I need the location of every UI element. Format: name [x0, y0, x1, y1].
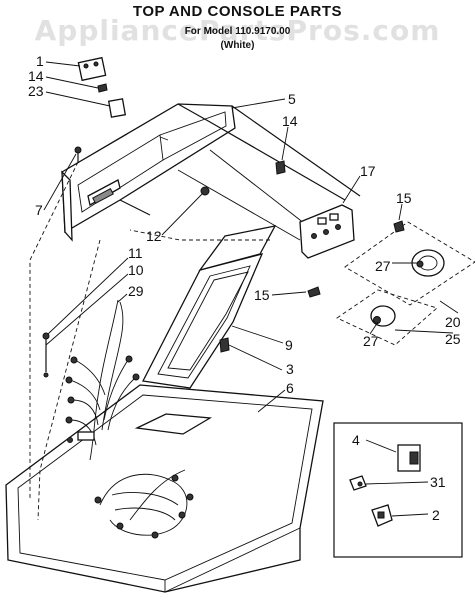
- lint-screen-housing: [142, 225, 277, 389]
- knob-assembly: [336, 221, 475, 346]
- callout-27: 27: [375, 258, 391, 274]
- callout-6: 6: [286, 380, 294, 396]
- callout-25: 25: [445, 331, 461, 347]
- color-line: (White): [220, 40, 255, 51]
- callout-31: 31: [430, 474, 446, 490]
- callout-29: 29: [128, 283, 144, 299]
- callout-14: 14: [28, 68, 44, 84]
- page-title: TOP AND CONSOLE PARTS: [132, 3, 343, 20]
- leader-lines: [29, 61, 459, 521]
- callout-15: 15: [396, 190, 412, 206]
- control-panel-bracket: [299, 204, 355, 259]
- inset-box: [333, 422, 463, 558]
- callout-14: 14: [282, 113, 298, 129]
- callout-4: 4: [352, 432, 360, 448]
- callout-2: 2: [432, 507, 440, 523]
- callout-7: 7: [35, 202, 43, 218]
- callout-11: 11: [128, 245, 143, 261]
- callout-5: 5: [288, 91, 296, 107]
- callout-15: 15: [254, 287, 270, 303]
- callout-20: 20: [445, 314, 461, 330]
- callout-23: 23: [28, 83, 44, 99]
- console: [61, 103, 361, 242]
- callout-3: 3: [286, 361, 294, 377]
- wire-harness: [65, 299, 140, 461]
- callout-9: 9: [285, 337, 293, 353]
- small-parts: [42, 56, 405, 378]
- callout-labels: 1 14 23 5 14 7 17 15 12 11 10 29 27 15 9…: [28, 53, 461, 523]
- callout-1: 1: [36, 53, 44, 69]
- top-panel: [5, 384, 324, 593]
- callout-17: 17: [360, 163, 376, 179]
- callout-12: 12: [146, 228, 162, 244]
- callout-10: 10: [128, 262, 144, 278]
- model-line: For Model 110.9170.00: [184, 26, 291, 37]
- callout-27: 27: [363, 333, 379, 349]
